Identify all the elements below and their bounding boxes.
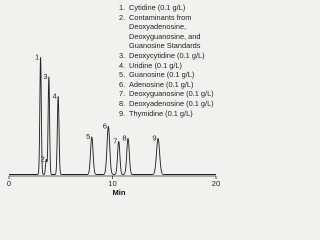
legend-item: 8.Deoxyadenosine (0.1 g/L)	[119, 99, 235, 109]
x-tick-label: 10	[108, 179, 116, 188]
legend-number: 4.	[119, 60, 126, 70]
legend-text: Deoxycytidine (0.1 g/L)	[129, 50, 205, 60]
x-axis: 0 10 20	[7, 175, 220, 188]
legend-number: 8.	[119, 98, 126, 108]
legend-item: 2.Contaminants from Deoxyadenosine, Deox…	[119, 13, 235, 51]
peak-label-8: 8	[122, 134, 126, 143]
peak-label-9: 9	[152, 134, 156, 143]
x-tick-label: 0	[7, 179, 11, 188]
legend-item: 1.Cytidine (0.1 g/L)	[119, 3, 235, 13]
legend-text: Contaminants from Deoxyadenosine, Deoxyg…	[129, 12, 201, 51]
legend-number: 5.	[119, 70, 126, 80]
legend-text: Thymidine (0.1 g/L)	[129, 108, 193, 118]
legend-number: 3.	[119, 50, 126, 60]
legend-text: Deoxyadenosine (0.1 g/L)	[129, 98, 214, 108]
legend-item: 9.Thymidine (0.1 g/L)	[119, 109, 235, 119]
legend-text: Guanosine (0.1 g/L)	[129, 70, 195, 80]
peak-label-1: 1	[35, 53, 39, 62]
peak-label-4: 4	[53, 92, 57, 101]
legend-number: 2.	[119, 12, 126, 22]
legend-number: 6.	[119, 79, 126, 89]
peak-label-6: 6	[103, 122, 107, 131]
legend-text: Uridine (0.1 g/L)	[129, 60, 182, 70]
legend-text: Adenosine (0.1 g/L)	[129, 79, 194, 89]
legend-text: Cytidine (0.1 g/L)	[129, 3, 186, 12]
peak-label-7: 7	[113, 137, 117, 146]
legend-number: 7.	[119, 89, 126, 99]
legend-item: 5.Guanosine (0.1 g/L)	[119, 70, 235, 80]
x-tick-label: 20	[212, 179, 220, 188]
legend: 1.Cytidine (0.1 g/L)2.Contaminants from …	[119, 3, 235, 118]
legend-text: Deoxyguanosine (0.1 g/L)	[129, 89, 214, 99]
x-axis-title: Min	[112, 188, 126, 197]
legend-item: 3.Deoxycytidine (0.1 g/L)	[119, 51, 235, 61]
peak-label-2: 2	[41, 155, 45, 164]
peak-label-3: 3	[43, 72, 47, 81]
legend-number: 1.	[119, 3, 126, 12]
legend-number: 9.	[119, 108, 126, 118]
chromatogram-trace	[8, 57, 217, 175]
legend-item: 4.Uridine (0.1 g/L)	[119, 61, 235, 71]
legend-item: 7.Deoxyguanosine (0.1 g/L)	[119, 89, 235, 99]
peak-label-5: 5	[86, 132, 90, 141]
legend-item: 6.Adenosine (0.1 g/L)	[119, 80, 235, 90]
